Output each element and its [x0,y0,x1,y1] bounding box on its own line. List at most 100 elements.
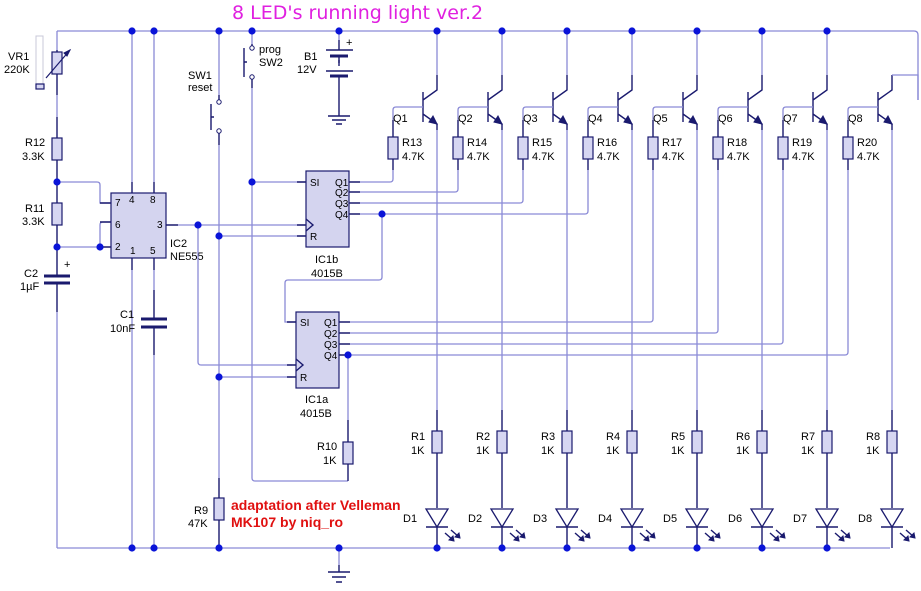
led-resistor-ref: R4 [606,431,620,443]
junction-node [758,544,766,552]
base-resistor-ref: R20 [857,137,877,149]
junction-node [758,27,766,35]
ic1b-part: 4015B [311,268,343,280]
junction-node [823,544,831,552]
junction-node [563,544,571,552]
junction-node [628,27,636,35]
base-resistor-ref: R17 [662,137,682,149]
base-resistor-value: 4.7K [727,151,750,163]
ic1b-pin-q2: Q2 [335,188,349,199]
r11-resistor: R11 3.3K [22,182,63,247]
base-resistor-ref: R14 [467,137,487,149]
ic2-pin-7: 7 [115,198,121,209]
b1-battery: + B1 12V [297,31,353,125]
transistor-ref: Q4 [588,113,603,125]
junction-node [128,544,136,552]
schematic-title: 8 LED's running light ver.2 [232,2,483,24]
led-resistor-ref: R8 [866,431,880,443]
ic1a-part: 4015B [300,408,332,420]
ic1b-pin-si: SI [310,178,319,189]
transistor-ref: Q7 [783,113,798,125]
ic1b-pin-q1: Q1 [335,178,349,189]
junction-node [215,27,223,35]
base-resistor-ref: R13 [402,137,422,149]
junction-node [248,178,256,186]
base-resistor-value: 4.7K [402,151,425,163]
credit-line-1: adaptation after Velleman [231,497,401,513]
sw1-reset-switch: SW1 reset [188,31,305,478]
sw1-label: reset [188,82,212,94]
led-ref: D2 [468,513,482,525]
led-ref: D6 [728,513,742,525]
ic2-pin-6: 6 [115,220,121,231]
sw2-label: prog [259,44,281,56]
led-resistor-value: 1K [541,445,555,457]
r12-ref: R12 [25,137,45,149]
ic1a-4015b: SI Q1 Q2 Q3 Q4 R IC1a 4015B [287,311,350,420]
ic1b-pin-q4: Q4 [335,210,349,221]
junction-node [194,221,202,229]
ic1b-pin-q3: Q3 [335,199,349,210]
ic2-pin-4: 4 [129,195,135,206]
ic1a-pin-si: SI [300,318,309,329]
base-resistor-ref: R16 [597,137,617,149]
junction-node [498,544,506,552]
junction-node [433,544,441,552]
transistor-ref: Q8 [848,113,863,125]
b1-value: 12V [297,64,317,76]
base-resistor-ref: R15 [532,137,552,149]
junction-node [96,243,104,251]
c1-value: 10nF [110,323,135,335]
ic1a-pin-r: R [300,373,307,384]
junction-node [150,544,158,552]
junction-node [215,232,223,240]
c1-capacitor: C1 10nF [110,270,167,548]
led-resistor-ref: R5 [671,431,685,443]
led-resistor-ref: R2 [476,431,490,443]
transistor-ref: Q6 [718,113,733,125]
base-resistor-value: 4.7K [532,151,555,163]
junction-node [378,210,386,218]
junction-nodes [53,27,831,552]
led-ref: D4 [598,513,612,525]
junction-node [693,544,701,552]
led-ref: D5 [663,513,677,525]
transistor-ref: Q3 [523,113,538,125]
ic2-pin-5: 5 [150,246,156,257]
junction-node [433,27,441,35]
junction-node [693,27,701,35]
junction-node [628,544,636,552]
ic2-ref: IC2 [170,238,187,250]
base-resistor-value: 4.7K [792,151,815,163]
ic1a-pin-q2: Q2 [324,329,338,340]
base-resistor-ref: R18 [727,137,747,149]
top-rail [57,30,919,100]
ic1b-ref: IC1b [315,254,338,266]
ic1a-pin-q4: Q4 [324,351,338,362]
led-ref: D7 [793,513,807,525]
ic2-pin-1: 1 [130,246,136,257]
c1-ref: C1 [120,309,134,321]
led-resistor-ref: R6 [736,431,750,443]
junction-node [53,243,61,251]
base-resistor-ref: R19 [792,137,812,149]
ic2-pin-2: 2 [115,242,121,253]
base-resistor-value: 4.7K [857,151,880,163]
junction-node [498,27,506,35]
sw2-ref: SW2 [259,57,283,69]
led-resistor-value: 1K [736,445,750,457]
r10-resistor: R10 1K [317,355,354,481]
led-resistor-value: 1K [606,445,620,457]
ic1a-ref: IC1a [305,394,329,406]
r10-ref: R10 [317,441,337,453]
vr1-potentiometer: VR1 220K [4,31,72,95]
junction-node [53,178,61,186]
c2-value: 1µF [20,281,39,293]
led-resistor-value: 1K [411,445,425,457]
ic2-part: NE555 [170,251,204,263]
junction-node [563,27,571,35]
